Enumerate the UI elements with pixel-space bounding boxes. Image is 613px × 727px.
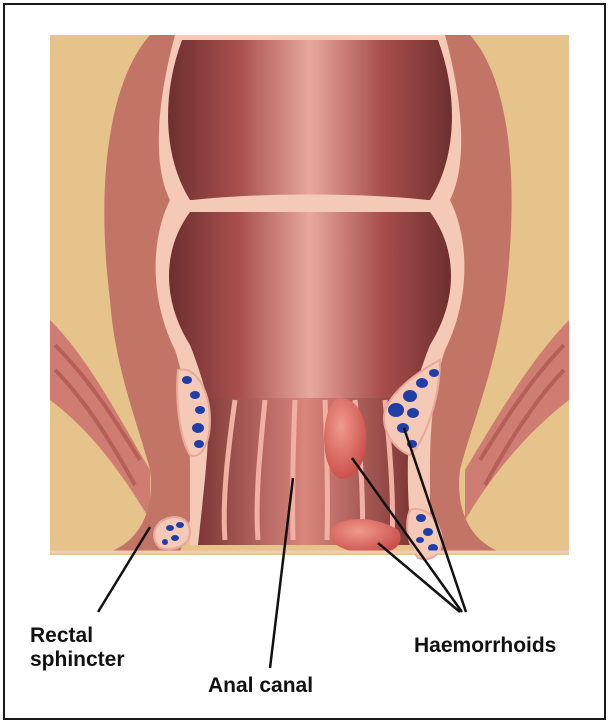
left-ext-vein-3 [171, 535, 179, 541]
right-ext-vein-2 [423, 528, 433, 536]
left-vein-1 [182, 376, 192, 384]
rectum-lumen-lower [169, 212, 451, 400]
right-ext-vein-3 [416, 537, 424, 543]
right-vein-4 [388, 403, 404, 417]
left-vein-5 [194, 440, 204, 448]
left-vein-4 [192, 423, 204, 433]
anal-column-3 [293, 400, 295, 540]
left-ext-vein-2 [176, 522, 184, 528]
right-vein-1 [429, 369, 439, 377]
label-rectal-line2: sphincter [30, 648, 125, 672]
left-ext-vein-1 [166, 525, 174, 531]
label-haemorrhoids: Haemorrhoids [414, 634, 556, 658]
left-vein-2 [190, 391, 200, 399]
left-vein-3 [195, 406, 205, 414]
label-rectal-line1: Rectal [30, 624, 125, 648]
left-ext-vein-4 [162, 539, 168, 545]
right-vein-2 [416, 378, 428, 388]
right-vein-5 [407, 408, 419, 418]
right-ext-vein-1 [416, 514, 426, 522]
label-anal-canal: Anal canal [208, 674, 313, 698]
left-external-cushion [154, 517, 190, 549]
right-vein-6 [397, 423, 409, 433]
right-vein-3 [403, 390, 417, 402]
label-rectal-sphincter: Rectal sphincter [30, 624, 125, 672]
rectum-lumen-upper [168, 40, 452, 200]
